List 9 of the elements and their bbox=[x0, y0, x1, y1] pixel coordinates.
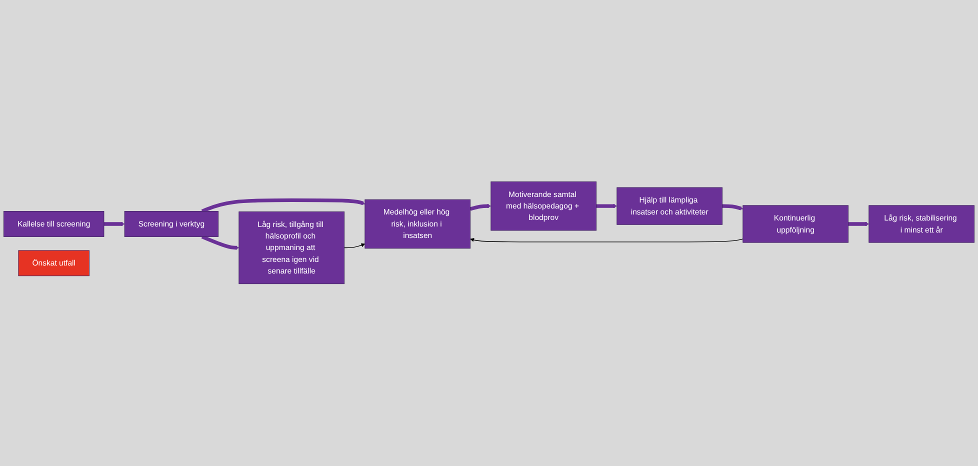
arrow bbox=[201, 198, 366, 214]
arrow bbox=[201, 235, 240, 250]
arrow bbox=[470, 204, 492, 211]
arrow bbox=[722, 204, 744, 210]
arrow bbox=[470, 238, 744, 242]
arrow bbox=[104, 222, 125, 226]
arrow bbox=[848, 222, 870, 226]
arrow bbox=[596, 204, 618, 208]
arrow bbox=[344, 244, 366, 248]
